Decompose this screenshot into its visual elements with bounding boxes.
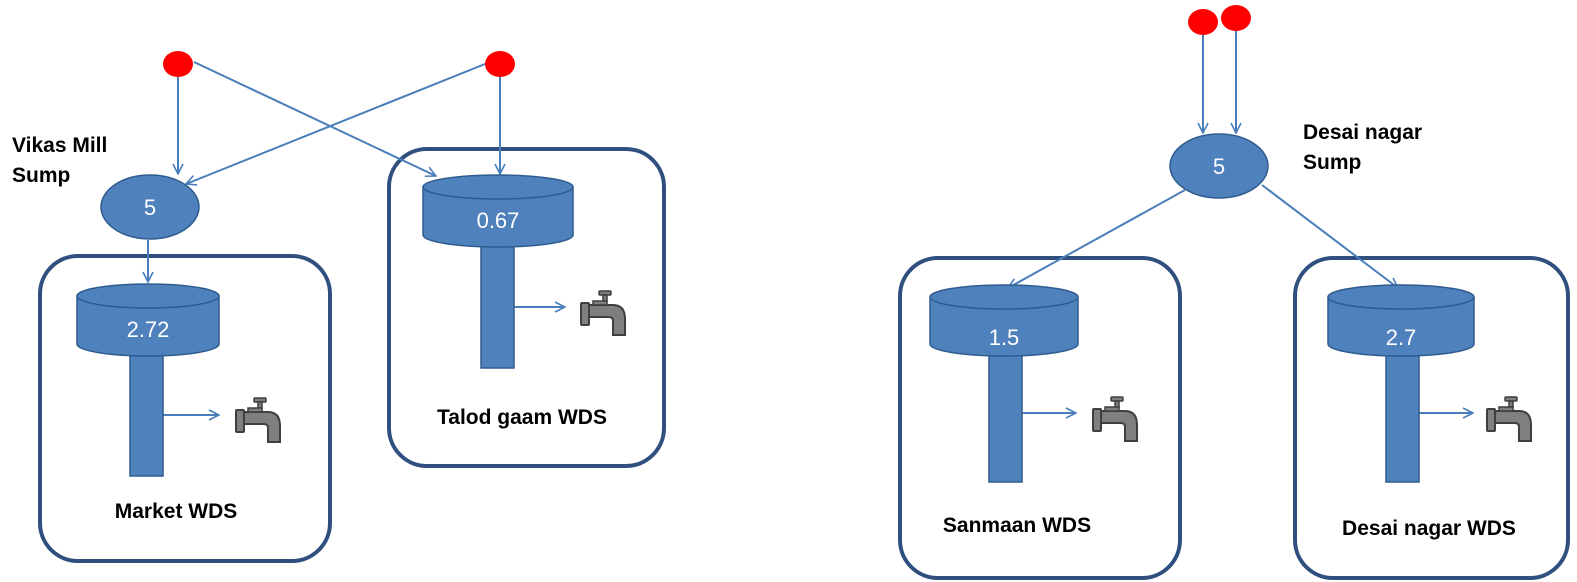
source-node [163, 51, 193, 77]
desai-nagar-sump-node [1169, 133, 1269, 199]
desai-nagar-wds-label: Desai nagar WDS [1342, 517, 1516, 540]
desai-nagar-sump-value: 5 [1213, 154, 1225, 179]
arrow-desai-to-sanmaan [1008, 189, 1186, 289]
vikas-mill-sump-value: 5 [144, 195, 156, 220]
desai-nagar-wds-box [1293, 256, 1570, 580]
market-wds-box [38, 254, 332, 563]
water-tap-icon [235, 397, 281, 443]
market-wds-label: Market WDS [115, 500, 238, 523]
sanmaan-tank [929, 284, 1079, 483]
desai-nagar-sump-label: Desai nagar Sump [1303, 121, 1428, 174]
desai-nagar-wds-tank [1327, 284, 1475, 483]
talod-gaam-wds-label: Talod gaam WDS [437, 406, 607, 429]
water-tap-icon [580, 290, 626, 336]
talod-gaam-wds-box [387, 147, 666, 468]
vikas-mill-sump-label: Vikas Mill Sump [12, 134, 113, 187]
market-tank [76, 283, 220, 477]
desai-nagar-wds-tank-value: 2.7 [1386, 325, 1417, 350]
talod-gaam-tank [422, 174, 574, 369]
water-tap-icon [1092, 396, 1138, 442]
sanmaan-tank-value: 1.5 [989, 325, 1020, 350]
arrow-source1-to-talod [193, 61, 436, 176]
source-node [1221, 5, 1251, 31]
talod-gaam-tank-value: 0.67 [477, 208, 520, 233]
vikas-mill-sump-node [100, 174, 200, 240]
arrow-source2-to-vikas [186, 61, 491, 184]
source-node [485, 51, 515, 77]
source-node [1188, 9, 1218, 35]
sanmaan-wds-box [898, 256, 1182, 580]
water-tap-icon [1486, 396, 1532, 442]
sanmaan-wds-label: Sanmaan WDS [943, 514, 1091, 537]
arrow-desai-to-desai-wds [1261, 184, 1398, 288]
market-tank-value: 2.72 [127, 317, 170, 342]
flow-arrows [148, 28, 1473, 415]
